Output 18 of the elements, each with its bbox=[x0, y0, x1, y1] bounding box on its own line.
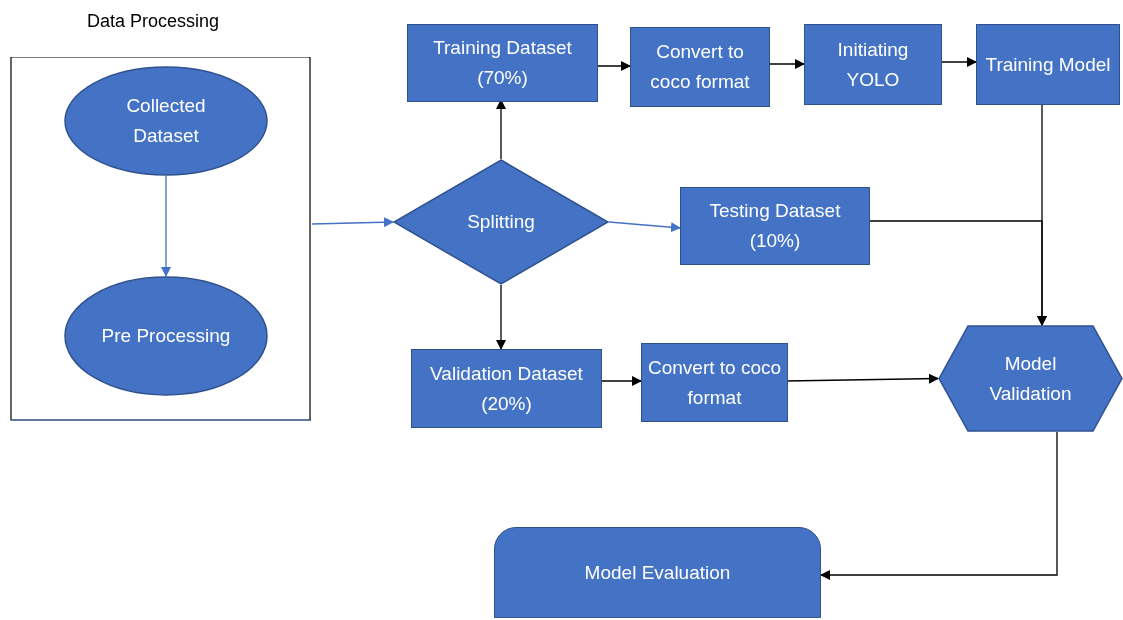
node-label: Model Evaluation bbox=[584, 560, 731, 585]
node-label: Convert to coco format bbox=[649, 40, 751, 94]
node-label: Convert to coco format bbox=[647, 355, 782, 410]
arrow bbox=[496, 284, 506, 350]
group-heading: Data Processing bbox=[87, 11, 220, 32]
node-label: Initiating YOLO bbox=[836, 37, 910, 92]
arrow bbox=[311, 217, 394, 228]
node-label: Validation Dataset (20%) bbox=[429, 361, 584, 416]
arrow bbox=[161, 175, 171, 277]
node-label: Collected Dataset bbox=[125, 94, 207, 148]
node-label: Model Validation bbox=[988, 351, 1073, 406]
arrow bbox=[608, 221, 681, 233]
node-label: Training Model bbox=[985, 52, 1111, 77]
arrow bbox=[820, 431, 1058, 580]
node-label: Splitting bbox=[467, 210, 535, 234]
node-label: Testing Dataset (10%) bbox=[708, 199, 842, 253]
node-label: Pre Processing bbox=[101, 324, 231, 348]
node-label: Training Dataset (70%) bbox=[432, 36, 573, 90]
